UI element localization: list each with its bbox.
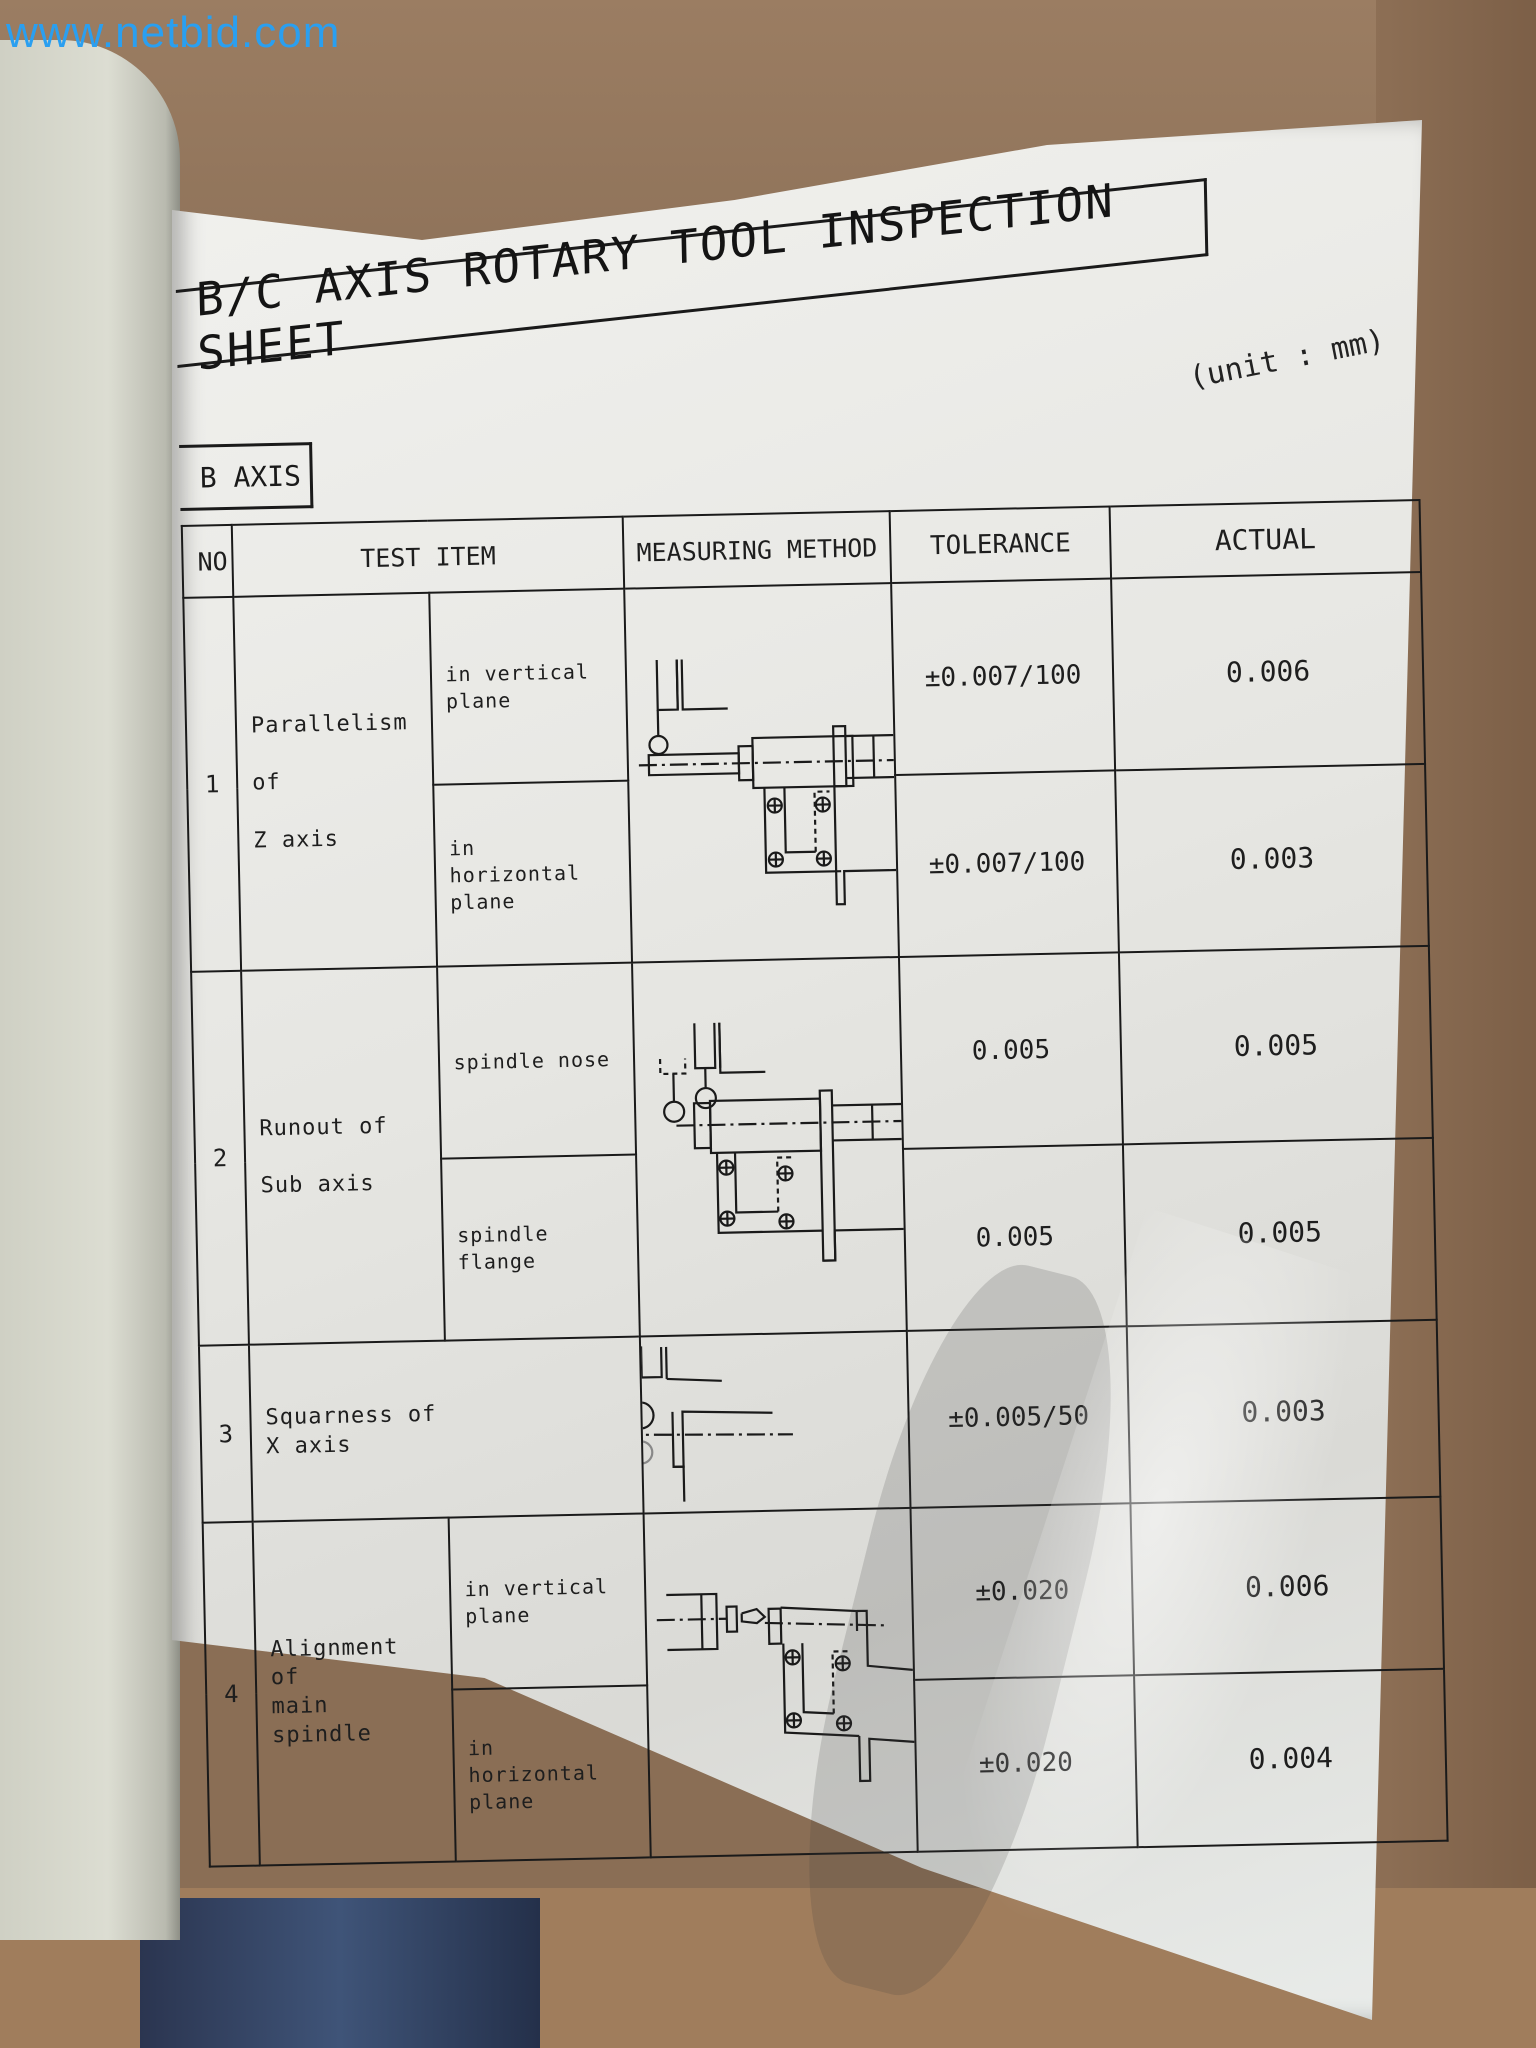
tolerance-value: ±0.005/50 — [906, 1326, 1131, 1508]
test-item-line: Runout of — [259, 1113, 388, 1142]
actual-value: 0.003 — [1115, 763, 1429, 953]
header-no: NO — [181, 524, 234, 598]
inspection-table: NO TEST ITEM MEASURING METHOD TOLERANCE … — [181, 499, 1449, 1868]
dial-indicator-squareness-icon — [640, 1346, 793, 1502]
header-test-item: TEST ITEM — [231, 516, 625, 597]
table-row: 4 Alignment of main spindle in vertical … — [202, 1496, 1444, 1867]
test-item-line: Parallelism of — [250, 710, 408, 796]
test-item-line: Sub axis — [260, 1171, 375, 1199]
header-tolerance: TOLERANCE — [889, 506, 1112, 584]
actual-value: 0.006 — [1111, 571, 1426, 771]
dial-indicator-runout-icon — [658, 1022, 904, 1262]
row-number: 1 — [183, 596, 242, 972]
unit-note: (unit : mm) — [1186, 322, 1388, 396]
watermark: www.netbid.com — [6, 8, 341, 57]
binder-cover — [0, 40, 180, 1940]
tolerance-value: ±0.007/100 — [891, 578, 1116, 776]
table-row: 3 Squarness of X axis — [198, 1319, 1441, 1523]
dial-indicator-parallelism-icon — [638, 659, 897, 906]
test-item: Squarness of X axis — [248, 1336, 644, 1522]
actual-value: 0.004 — [1134, 1668, 1448, 1848]
measuring-method-cell — [643, 1507, 918, 1858]
header-measuring-method: MEASURING METHOD — [622, 511, 892, 589]
test-item: Runout of Sub axis — [241, 966, 445, 1345]
actual-value: 0.005 — [1122, 1137, 1437, 1327]
sub-item: spindle flange — [440, 1154, 640, 1341]
test-item-line: main spindle — [271, 1693, 373, 1748]
sub-item: in vertical plane — [448, 1513, 648, 1690]
row-number: 4 — [202, 1521, 260, 1867]
dial-indicator-alignment-icon — [656, 1592, 915, 1783]
test-item: Parallelism of Z axis — [233, 592, 437, 971]
measuring-method-cell — [639, 1330, 911, 1514]
tolerance-value: ±0.020 — [910, 1503, 1135, 1680]
tolerance-value: 0.005 — [898, 952, 1123, 1149]
inspection-sheet: B/C AXIS ROTARY TOOL INSPECTION SHEET (u… — [175, 173, 1450, 1950]
measuring-method-cell — [624, 583, 899, 963]
test-item: Alignment of main spindle — [252, 1517, 456, 1866]
sub-item: in vertical plane — [428, 588, 629, 785]
sub-item: in horizontal plane — [451, 1685, 651, 1862]
table-row: 2 Runout of Sub axis spindle nose — [191, 945, 1433, 1346]
axis-label: B AXIS — [179, 442, 314, 511]
test-item-line: Z axis — [253, 826, 340, 854]
sub-item: in horizontal plane — [432, 780, 633, 967]
header-actual: ACTUAL — [1109, 499, 1422, 579]
row-number: 3 — [198, 1344, 253, 1523]
actual-value: 0.006 — [1130, 1496, 1444, 1676]
tolerance-value: 0.005 — [902, 1144, 1127, 1331]
tolerance-value: ±0.007/100 — [895, 770, 1119, 957]
actual-value: 0.003 — [1126, 1319, 1441, 1504]
row-number: 2 — [191, 970, 249, 1346]
measuring-method-cell — [632, 956, 907, 1337]
test-item-line: Alignment of — [270, 1634, 399, 1691]
fabric-object — [140, 1898, 540, 2048]
tolerance-value: ±0.020 — [914, 1675, 1138, 1852]
table-row: 1 Parallelism of Z axis in vertical plan… — [183, 571, 1426, 972]
actual-value: 0.005 — [1118, 945, 1433, 1145]
sub-item: spindle nose — [436, 962, 637, 1159]
